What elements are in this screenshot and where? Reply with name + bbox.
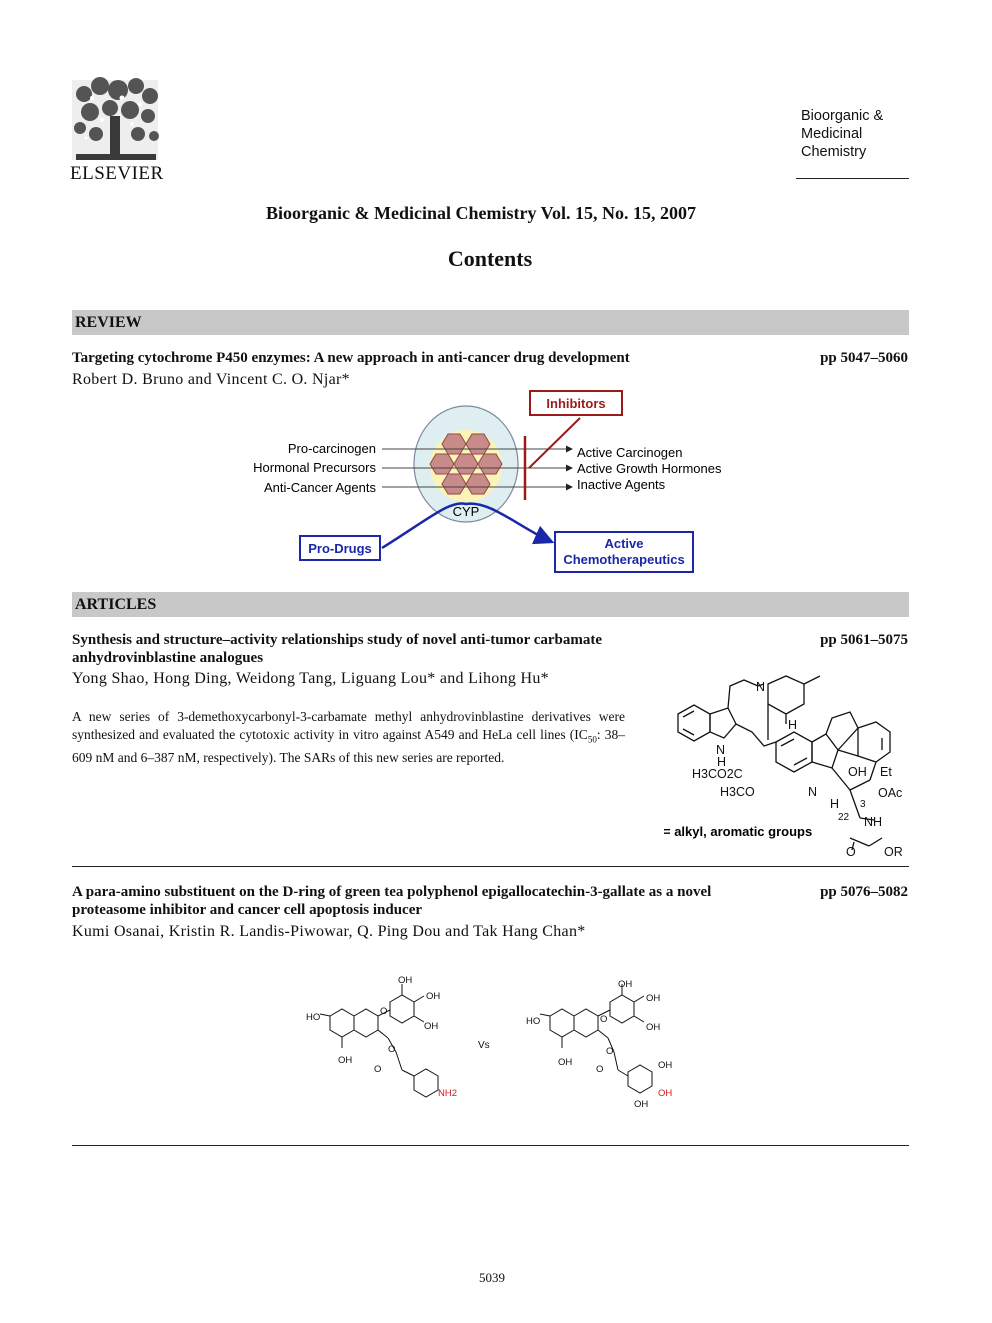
- atom-label: H3CO: [720, 785, 755, 799]
- prodrugs-box: [299, 535, 381, 561]
- atom-label: OAc: [878, 786, 902, 800]
- journal-logo-line: Medicinal: [801, 126, 863, 142]
- entry-divider: [72, 866, 909, 867]
- input-label: Hormonal Precursors: [253, 460, 376, 475]
- atom-label: Et: [880, 765, 892, 779]
- atom-label: O: [600, 1014, 607, 1025]
- cyp-label: CYP: [453, 504, 480, 519]
- atom-label: N: [808, 785, 817, 799]
- atom-label: H: [717, 755, 726, 769]
- structure-caption: R = alkyl, aromatic groups: [664, 824, 812, 839]
- atom-label: OH: [558, 1057, 572, 1068]
- atom-label: OH: [848, 765, 867, 779]
- input-label: Pro-carcinogen: [288, 441, 376, 456]
- entry-title[interactable]: Targeting cytochrome P450 enzymes: A new…: [72, 350, 630, 366]
- entry-title[interactable]: A para-amino substituent on the D-ring o…: [72, 884, 712, 918]
- abstract-text: A new series of 3-demethoxycarbonyl-3-ca…: [72, 709, 625, 742]
- atom-label: 3: [860, 799, 866, 810]
- atom-label: HO: [526, 1016, 540, 1027]
- inhibitors-label: Inhibitors: [546, 396, 605, 411]
- versus-label: Vs: [478, 1040, 490, 1051]
- entry-pages: pp 5047–5060: [820, 350, 908, 366]
- page-number: 5039: [479, 1270, 505, 1285]
- abstract-subscript: 50: [587, 734, 597, 745]
- atom-label: O: [596, 1064, 603, 1075]
- atom-label: O: [388, 1044, 395, 1055]
- active-chemotherapeutics-box: [554, 531, 694, 573]
- atom-label: H3CO2C: [692, 767, 743, 781]
- elsevier-tree-logo: [72, 77, 159, 160]
- section-bar-articles: ARTICLES: [72, 592, 909, 617]
- anhydrovinblastine-structure: N H N H H3CO2C OH Et H3CO N H 3 OAc 22 N…: [664, 675, 903, 859]
- input-label: Anti-Cancer Agents: [264, 480, 377, 495]
- chemotherapeutics-label: Chemotherapeutics: [563, 552, 684, 567]
- entry-divider: [72, 1145, 909, 1146]
- atom-label: OH: [658, 1060, 672, 1071]
- journal-logo-line: Bioorganic &: [801, 108, 884, 124]
- atom-label: OH: [424, 1021, 438, 1032]
- atom-label: H: [830, 797, 839, 811]
- hydroxyl-highlight-label: OH: [658, 1088, 672, 1099]
- atom-label: OH: [646, 1022, 660, 1033]
- atom-label: NH: [864, 815, 882, 829]
- atom-label: OH: [398, 975, 412, 986]
- entry-authors: Robert D. Bruno and Vincent C. O. Njar*: [72, 371, 350, 388]
- prodrugs-label: Pro-Drugs: [308, 541, 372, 556]
- atom-label: OH: [338, 1055, 352, 1066]
- entry-authors: Kumi Osanai, Kristin R. Landis-Piwowar, …: [72, 923, 586, 940]
- atom-label: N: [716, 743, 725, 757]
- output-label: Active Carcinogen: [577, 445, 683, 460]
- amino-highlight-label: NH2: [438, 1088, 457, 1099]
- output-label: Active Growth Hormones: [577, 461, 722, 476]
- active-label: Active: [604, 536, 643, 551]
- journal-logo: Bioorganic & Medicinal Chemistry: [801, 107, 883, 161]
- cyp-diagram: Inhibitors Pro-carcinogen Hormonal Precu…: [253, 390, 722, 573]
- atom-label: OH: [426, 991, 440, 1002]
- atom-label: OH: [618, 979, 632, 990]
- entry-title[interactable]: Synthesis and structure–activity relatio…: [72, 632, 603, 666]
- entry-pages: pp 5076–5082: [820, 884, 908, 900]
- atom-label: H: [788, 718, 797, 732]
- contents-title: Contents: [447, 246, 533, 271]
- logo-rule: [796, 178, 909, 179]
- atom-label: O: [374, 1064, 381, 1075]
- atom-label: HO: [306, 1012, 320, 1023]
- publisher-name: ELSEVIER: [70, 163, 164, 184]
- journal-logo-line: Chemistry: [801, 144, 867, 160]
- atom-label: 22: [838, 812, 850, 823]
- output-label: Inactive Agents: [577, 477, 666, 492]
- issue-title: Bioorganic & Medicinal Chemistry Vol. 15…: [266, 203, 696, 223]
- atom-label: N: [756, 680, 765, 694]
- atom-label: OH: [634, 1099, 648, 1110]
- entry-abstract: A new series of 3-demethoxycarbonyl-3-ca…: [72, 708, 625, 767]
- atom-label: O: [606, 1046, 613, 1057]
- abstract-text: : 38–609 nM and 6–387 nM, respectively).…: [72, 727, 625, 765]
- entry-pages: pp 5061–5075: [820, 632, 908, 648]
- inhibitors-box: [529, 390, 623, 416]
- atom-label: O: [846, 845, 856, 859]
- egcg-comparison-structures: OH OH HO O OH OH O O NH2 Vs OH OH HO O O…: [306, 975, 672, 1110]
- atom-label: OR: [884, 845, 903, 859]
- prodrug-activation-arrow: [381, 502, 555, 550]
- section-bar-review: REVIEW: [72, 310, 909, 335]
- entry-authors: Yong Shao, Hong Ding, Weidong Tang, Ligu…: [72, 670, 549, 687]
- atom-label: O: [380, 1006, 387, 1017]
- atom-label: OH: [646, 993, 660, 1004]
